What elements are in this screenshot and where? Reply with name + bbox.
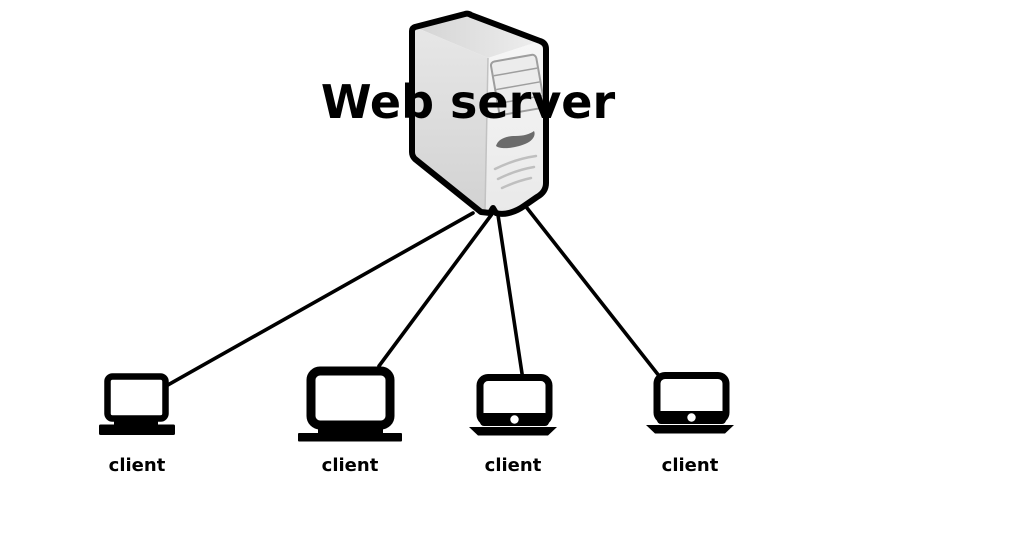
client-group-1: client [85,373,189,476]
server-left-face [412,27,488,212]
server-cd-tray [496,131,535,149]
server-tower-icon [409,10,549,217]
server-top-face [415,14,540,58]
laptop-icon [99,373,175,435]
laptop-icon [298,366,402,442]
laptop-icon [646,372,734,434]
server-drive-bays [489,53,546,116]
client-label: client [321,455,379,476]
server-outline [409,10,549,217]
client-label: client [484,455,542,476]
connection-line-server-client-4 [525,206,669,388]
server-label: Web server [320,75,616,129]
connection-line-server-client-2 [377,212,494,368]
client-label: client [661,455,719,476]
server-edge-line [484,57,489,213]
client-group-3: client [467,373,559,476]
server-vents [493,154,538,190]
client-group-4: client [644,371,736,476]
connection-line-server-client-1 [164,211,475,388]
client-group-2: client [296,366,404,476]
connection-line-server-client-3 [496,213,525,382]
laptop-icon [469,374,557,436]
client-label: client [108,455,166,476]
